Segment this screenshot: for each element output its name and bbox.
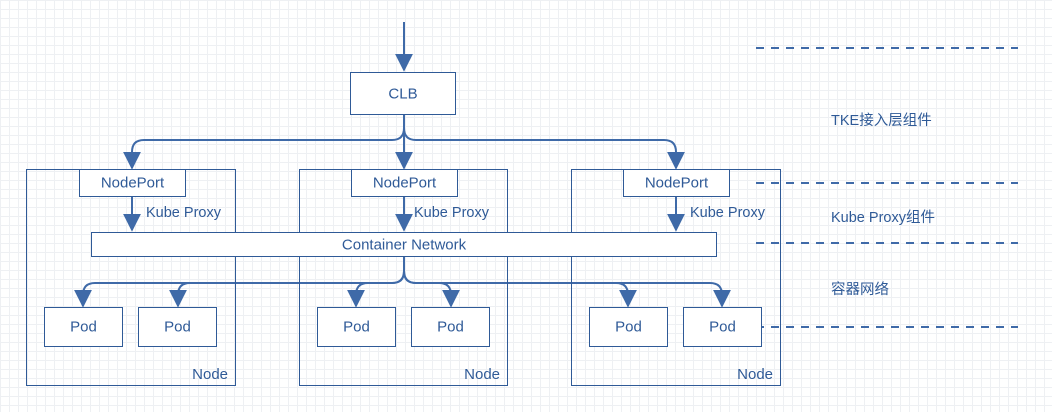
pod-label: Pod (70, 318, 97, 336)
pod-label: Pod (709, 318, 736, 336)
pod-box-6: Pod (683, 307, 762, 347)
network-to-pod-arrow-2 (169, 282, 191, 308)
pod-box-4: Pod (411, 307, 490, 347)
node-box-3: Node (571, 169, 781, 386)
node-box-1: Node (26, 169, 236, 386)
pod-label: Pod (343, 318, 370, 336)
node-label: Node (192, 366, 228, 383)
container-network-bar: Container Network (91, 232, 717, 257)
kube-proxy-label-2: Kube Proxy (414, 205, 489, 221)
pod-box-2: Pod (138, 307, 217, 347)
kube-proxy-label-1: Kube Proxy (146, 205, 221, 221)
nodeport-box-1: NodePort (79, 169, 186, 197)
pod-label: Pod (437, 318, 464, 336)
clb-to-nodeport-right-arrow (403, 114, 685, 170)
nodeport-box-3: NodePort (623, 169, 730, 197)
network-to-pod-arrow-6 (616, 282, 731, 308)
kube-proxy-label-3: Kube Proxy (690, 205, 765, 221)
node-label: Node (464, 366, 500, 383)
pod-box-1: Pod (44, 307, 123, 347)
layer-label-network: 容器网络 (831, 282, 889, 298)
network-to-pod-arrow-3 (347, 270, 405, 308)
pod-label: Pod (164, 318, 191, 336)
clb-box: CLB (350, 72, 456, 115)
layer-label-access: TKE接入层组件 (831, 113, 932, 129)
pod-box-3: Pod (317, 307, 396, 347)
container-network-label: Container Network (341, 236, 467, 253)
clb-label: CLB (388, 85, 418, 102)
clb-to-nodeport-left-arrow (123, 114, 405, 170)
node-label: Node (737, 366, 773, 383)
node-box-2: Node (299, 169, 508, 386)
nodeport-label: NodePort (100, 174, 165, 192)
pod-box-5: Pod (589, 307, 668, 347)
layer-label-kube-proxy: Kube Proxy组件 (831, 210, 935, 226)
nodeport-box-2: NodePort (351, 169, 458, 197)
pod-label: Pod (615, 318, 642, 336)
nodeport-label: NodePort (372, 174, 437, 192)
nodeport-label: NodePort (644, 174, 709, 192)
